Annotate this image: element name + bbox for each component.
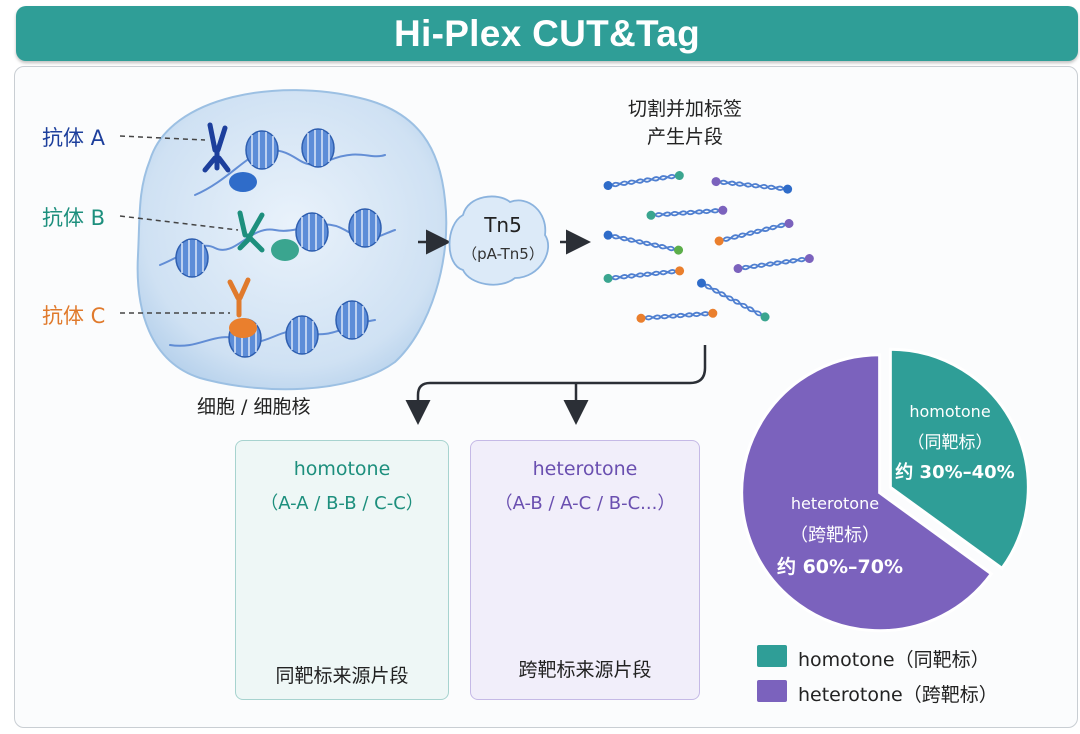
target-protein-b <box>271 239 299 261</box>
tn5-label: Tn5 <box>484 213 522 237</box>
heterotone-box-pairs: （A-B / A-C / B-C...） <box>494 493 676 514</box>
tn5-sublabel: （pA-Tn5） <box>462 245 544 263</box>
branch-connector <box>405 345 707 425</box>
cell-caption: 细胞 / 细胞核 <box>197 396 311 418</box>
title-bar: Hi-Plex CUT&Tag <box>16 6 1078 61</box>
heterotone-box: heterotone （A-B / A-C / B-C...） 跨靶标来源片段 <box>470 440 700 700</box>
legend-swatch-homotone <box>757 645 787 667</box>
heterotone-box-caption: 跨靶标来源片段 <box>518 659 652 681</box>
antibody-pointers <box>119 135 239 314</box>
pie-label-homotone-sub: （同靶标） <box>907 433 993 453</box>
target-protein-a <box>229 172 257 192</box>
nucleosome <box>245 130 279 170</box>
dna-fragment <box>603 266 685 283</box>
pie-slice-heterotone <box>740 353 994 633</box>
pie-label-homotone-pct: 约 30%–40% <box>895 462 1015 483</box>
dna-fragment <box>603 171 684 191</box>
nucleosome <box>301 128 335 168</box>
dna-fragment <box>711 177 793 194</box>
nucleosome <box>175 238 209 278</box>
dna-fragment <box>714 219 794 246</box>
antibody-b <box>237 210 265 253</box>
dna-fragment <box>646 205 728 220</box>
scattered-fragments <box>603 171 814 323</box>
homotone-box-caption: 同靶标来源片段 <box>275 665 409 687</box>
tn5-bubble <box>448 195 550 286</box>
antibody-a-label: 抗体 A <box>42 126 106 150</box>
legend-swatch-heterotone <box>757 680 787 702</box>
legend-label-heterotone: heterotone（跨靶标） <box>798 684 998 706</box>
dna-fragment <box>603 230 684 255</box>
dna-fragment <box>733 254 814 274</box>
dna-fragment <box>636 308 718 323</box>
pie-label-heterotone-name: heterotone <box>790 494 880 513</box>
pie-label-heterotone-pct: 约 60%–70% <box>776 556 904 578</box>
pie-label-homotone-name: homotone <box>909 402 991 421</box>
dna-fragment <box>696 278 770 322</box>
nucleosome <box>335 300 369 340</box>
antibody-b-label: 抗体 B <box>42 206 106 230</box>
nucleosome <box>285 315 319 355</box>
homotone-box-pairs: （A-A / B-B / C-C） <box>260 493 424 514</box>
pie-slice-homotone <box>888 347 1030 571</box>
nucleosome <box>295 212 329 252</box>
target-protein-c <box>229 318 257 338</box>
fragments-caption-line1: 切割并加标签 <box>628 98 743 120</box>
homotone-box: homotone （A-A / B-B / C-C） 同靶标来源片段 <box>235 440 449 700</box>
antibody-c <box>227 277 251 318</box>
nucleosome <box>348 208 382 248</box>
homotone-box-title: homotone <box>293 458 391 480</box>
fragments-caption-line2: 产生片段 <box>647 126 724 148</box>
legend-label-homotone: homotone（同靶标） <box>798 649 990 671</box>
page-title: Hi-Plex CUT&Tag <box>393 12 700 54</box>
nucleosomes <box>175 128 382 358</box>
pie-label-heterotone-sub: （跨靶标） <box>790 525 880 546</box>
antibody-a <box>202 122 231 173</box>
antibody-c-label: 抗体 C <box>42 304 106 328</box>
heterotone-box-title: heterotone <box>532 458 638 480</box>
pie-chart <box>740 347 1030 633</box>
